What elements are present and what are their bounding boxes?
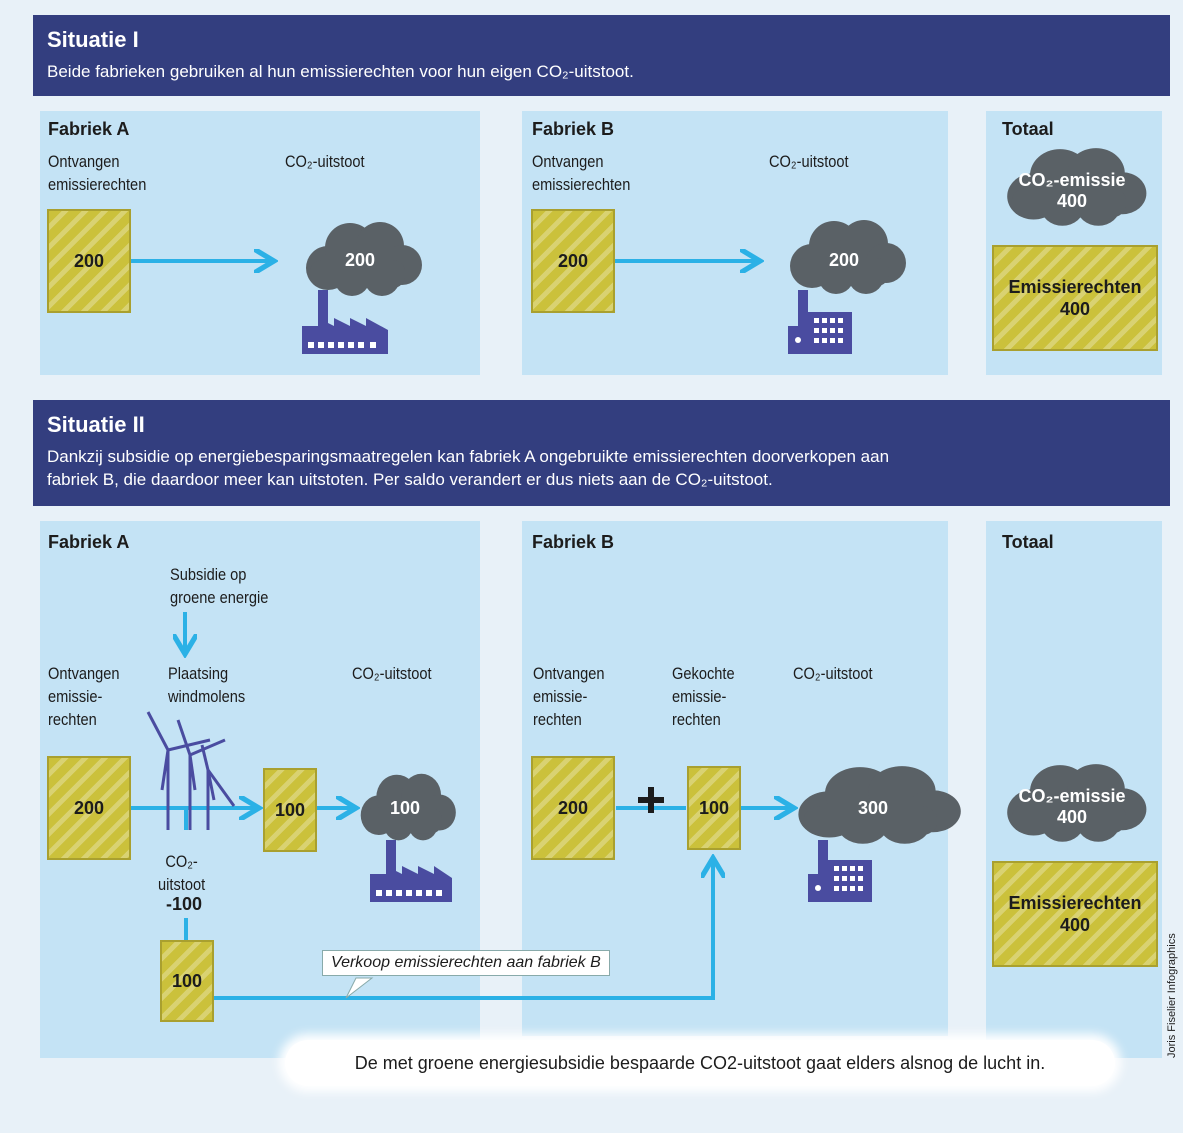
total-emission-value: 400 <box>1056 807 1088 827</box>
total-rights-value: 400 <box>1059 915 1091 935</box>
sell-label: Verkoop emissierechten aan fabriek B <box>322 950 610 976</box>
total-emission-label: CO₂-emissie <box>1018 786 1126 806</box>
situation2-title: Situatie II <box>47 412 145 437</box>
s2-reduction-value: -100 <box>166 894 203 914</box>
situation2-description-line2: fabriek B, die daardoor meer kan uitstot… <box>47 470 773 489</box>
s1-factoryB-title: Fabriek B <box>532 119 615 139</box>
situation1-title: Situatie I <box>47 27 139 52</box>
s2-factoryA-emission-value: 100 <box>389 798 421 818</box>
s2-factoryA-rights-box: 200 <box>47 756 131 860</box>
s2-factoryB-emission-label: CO₂-uitstoot <box>793 664 873 683</box>
label-line: Ontvangen <box>533 664 605 683</box>
s1-factoryB-emission-label: CO₂-uitstoot <box>769 152 849 171</box>
label-line: Ontvangen <box>48 152 120 171</box>
total-rights-value: 400 <box>1059 299 1091 319</box>
situation1-banner: Situatie I Beide fabrieken gebruiken al … <box>33 15 1170 96</box>
s1-factoryA-emission-label: CO₂-uitstoot <box>285 152 365 171</box>
s1-b-factory-icon <box>788 290 852 354</box>
label-line: emissie- <box>672 687 727 706</box>
label-line: groene energie <box>170 588 269 607</box>
total-rights-label: Emissierechten <box>1008 277 1142 297</box>
total-rights-label: Emissierechten <box>1008 893 1142 913</box>
s1-total-rights-box: Emissierechten 400 <box>992 245 1158 351</box>
s2-factoryA-emission-label: CO₂-uitstoot <box>352 664 432 683</box>
windmills-icon <box>146 711 236 830</box>
s2-factoryB-emission-value: 300 <box>857 798 889 818</box>
credit: Joris Fiselier Infographics <box>1166 933 1178 1058</box>
s1-total-title: Totaal <box>1002 119 1054 139</box>
label-line: emissie- <box>48 687 103 706</box>
situation2-description-line1: Dankzij subsidie op energiebesparingsmaa… <box>47 447 890 466</box>
s1-factoryA-received-label: Ontvangen emissierechten <box>48 150 146 196</box>
label-line: Gekochte <box>672 664 735 683</box>
s1-factoryB-rights-box: 200 <box>531 209 615 313</box>
s2-factoryA-received-label: Ontvangen emissie- rechten <box>48 662 120 731</box>
s1-factoryB-received-label: Ontvangen emissierechten <box>532 150 630 196</box>
situation1-description: Beide fabrieken gebruiken al hun emissie… <box>47 62 634 81</box>
s1-total-emission: CO₂-emissie 400 <box>1002 170 1142 212</box>
s1-factoryB-emission-value: 200 <box>828 250 860 270</box>
s2-factoryB-received-label: Ontvangen emissie- rechten <box>533 662 605 731</box>
s2-total-title: Totaal <box>1002 532 1054 552</box>
label-line: rechten <box>48 710 97 729</box>
label-line: rechten <box>533 710 582 729</box>
s2-a-factory-icon <box>370 840 452 902</box>
label-line: CO₂- <box>165 852 198 871</box>
s2-factoryA-title: Fabriek A <box>48 532 130 552</box>
label-line: emissie- <box>533 687 588 706</box>
s2-windmill-label: Plaatsing windmolens <box>168 662 245 708</box>
s2-factoryB-title: Fabriek B <box>532 532 615 552</box>
label-line: windmolens <box>168 687 246 706</box>
s1-factoryA-title: Fabriek A <box>48 119 130 139</box>
s1-factoryA-rights-box: 200 <box>47 209 131 313</box>
label-line: emissierechten <box>48 175 147 194</box>
label-line: uitstoot <box>158 875 206 894</box>
s2-subsidy-label: Subsidie op groene energie <box>170 563 268 609</box>
s1-factoryA-emission-value: 200 <box>344 250 376 270</box>
s2-total-emission: CO₂-emissie 400 <box>1002 786 1142 828</box>
label-line: rechten <box>672 710 721 729</box>
sell-label-pointer <box>345 977 374 999</box>
total-emission-value: 400 <box>1056 191 1088 211</box>
plus-icon <box>638 787 664 813</box>
total-emission-label: CO₂-emissie <box>1018 170 1126 190</box>
label-line: emissierechten <box>532 175 631 194</box>
s2-sold-rights-box: 100 <box>160 940 214 1022</box>
label-line: Ontvangen <box>48 664 120 683</box>
s2-sale-arrow <box>212 862 713 1000</box>
label-line: Ontvangen <box>532 152 604 171</box>
label-line: Plaatsing <box>168 664 229 683</box>
s2-factoryA-remaining-box: 100 <box>263 768 317 852</box>
situation2-banner: Situatie II Dankzij subsidie op energieb… <box>33 400 1170 506</box>
s2-factoryB-rights-box: 200 <box>531 756 615 860</box>
s2-total-rights-box: Emissierechten 400 <box>992 861 1158 967</box>
label-line: Subsidie op <box>170 565 247 584</box>
s2-b-factory-icon <box>808 840 872 902</box>
bottom-note: De met groene energiesubsidie bespaarde … <box>285 1040 1115 1086</box>
s2-bought-label: Gekochte emissie- rechten <box>672 662 735 731</box>
s1-a-factory-icon <box>302 290 388 354</box>
s2-bought-rights-box: 100 <box>687 766 741 850</box>
s2-reduction-label: CO₂- uitstoot <box>158 850 205 896</box>
